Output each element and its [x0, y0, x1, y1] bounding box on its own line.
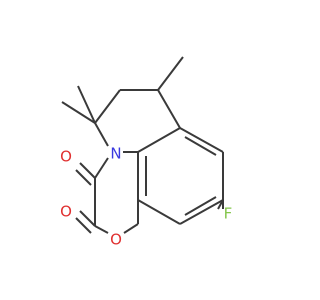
bond	[179, 199, 224, 225]
bond	[94, 122, 109, 147]
carbonyl-bond	[75, 217, 92, 234]
carbonyl-oxygen-lower-label: O	[60, 203, 72, 221]
molecule-diagram: N O O O F	[60, 56, 233, 249]
methyl-bond	[157, 56, 184, 91]
bond	[179, 127, 224, 153]
bond	[94, 225, 109, 234]
fluorine-atom-label: F	[224, 205, 233, 223]
carbonyl-bond	[79, 210, 96, 227]
methyl-bond	[61, 101, 96, 124]
ring-oxygen-atom-label: O	[110, 231, 122, 249]
bond	[94, 157, 109, 179]
aromatic-ring	[137, 127, 224, 225]
methyl-bond	[77, 85, 96, 124]
double-bond-inner	[184, 196, 217, 216]
nitrogen-atom-label: N	[110, 145, 121, 163]
bond	[137, 199, 181, 225]
carbonyl-bond	[75, 169, 92, 186]
carbonyl-bond	[79, 162, 96, 179]
bond	[157, 89, 181, 129]
structure-canvas: N O O O F	[60, 56, 233, 249]
bond	[123, 223, 139, 234]
carbonyl-oxygen-upper-label: O	[60, 148, 72, 166]
oxazinedione-ring	[75, 157, 139, 234]
double-bond-inner	[184, 136, 217, 156]
bond	[137, 127, 181, 153]
fluoro-bond	[217, 199, 224, 210]
saturated-ring	[61, 56, 184, 153]
bond	[94, 89, 121, 124]
